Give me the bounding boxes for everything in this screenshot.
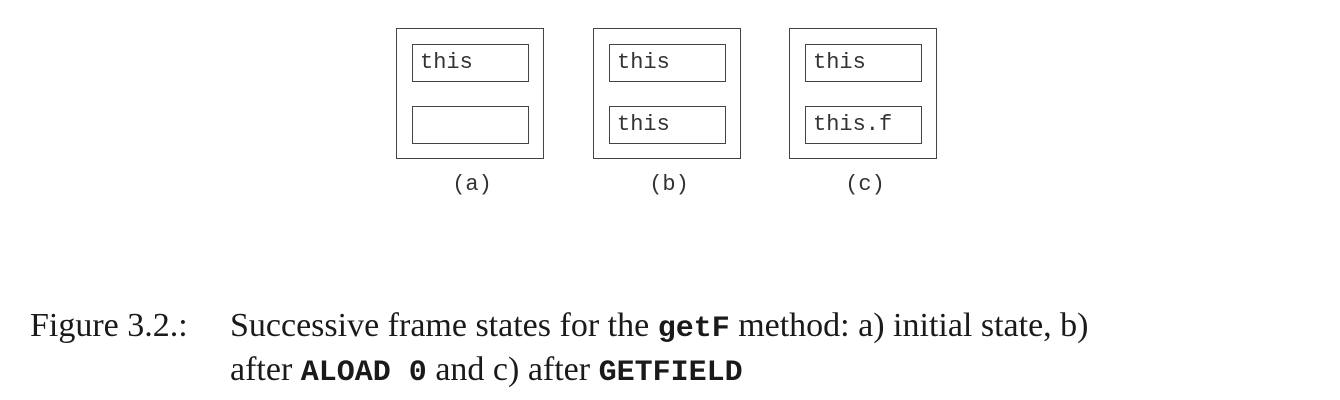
caption-text: Successive frame states for the	[230, 307, 650, 344]
frame-c-slot-bottom: this.f	[805, 106, 922, 144]
frame-c-label: (c)	[845, 172, 885, 197]
caption-text: after	[230, 351, 293, 388]
frame-b-slot-bottom: this	[609, 106, 726, 144]
caption-code-getfield: GETFIELD	[598, 356, 743, 390]
frame-a: this	[396, 28, 544, 159]
frame-b-label: (b)	[649, 172, 689, 197]
frame-b-slot-top: this	[609, 44, 726, 82]
caption-text: and c) after	[435, 351, 591, 388]
caption-line-1: Successive frame states for the getF met…	[230, 304, 1089, 351]
caption-code-getf: getF	[657, 312, 730, 346]
caption-code-aload: ALOAD 0	[300, 356, 427, 390]
frame-a-slot-bottom	[412, 106, 529, 144]
caption-prefix: Figure 3.2.:	[30, 307, 188, 344]
caption-line-2: after ALOAD 0 and c) after GETFIELD	[230, 348, 743, 395]
frame-c: this this.f	[789, 28, 937, 159]
frame-a-label: (a)	[452, 172, 492, 197]
frame-a-slot-top: this	[412, 44, 529, 82]
frame-b: this this	[593, 28, 741, 159]
caption-text: method: a) initial state, b)	[738, 307, 1089, 344]
frame-c-slot-top: this	[805, 44, 922, 82]
